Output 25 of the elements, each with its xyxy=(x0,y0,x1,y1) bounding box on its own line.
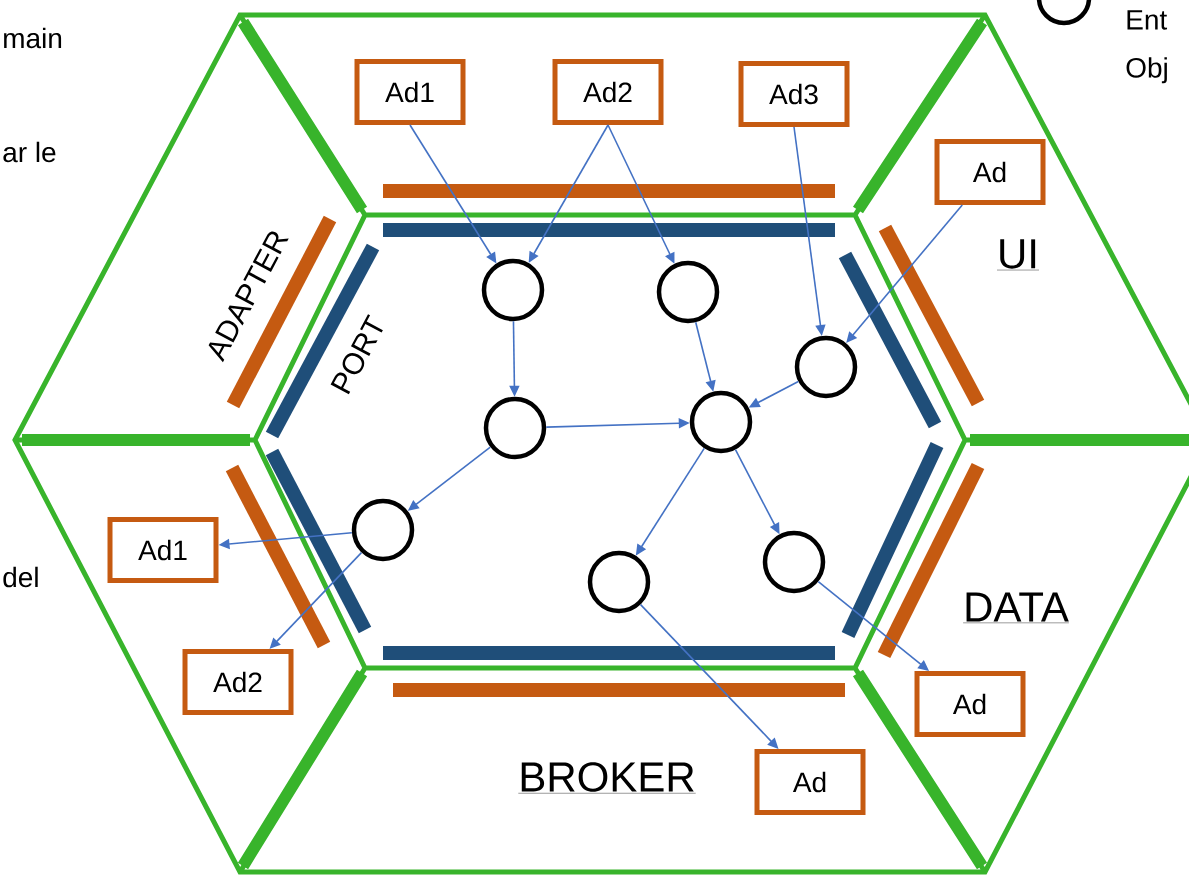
adapter-box: Ad xyxy=(934,139,1046,205)
section-label: DATA xyxy=(962,592,1070,624)
legend-text: Ent Obj xyxy=(1126,10,1168,84)
adapter-box: Ad1 xyxy=(354,59,466,125)
entity-circle xyxy=(689,390,753,454)
adapter-box: Ad2 xyxy=(182,649,294,715)
entity-circle xyxy=(762,530,826,594)
arrow xyxy=(528,124,609,263)
entity-circle xyxy=(481,258,545,322)
cut-off-text: del xyxy=(3,566,38,588)
section-label: BROKER xyxy=(518,762,696,794)
entity-circle xyxy=(587,550,651,614)
entity-circle xyxy=(351,498,415,562)
cut-off-text: ar le xyxy=(3,141,56,163)
adapter-box: Ad xyxy=(914,671,1026,737)
adapter-box: Ad xyxy=(754,749,866,815)
arrow xyxy=(846,204,964,343)
adapter-box: Ad2 xyxy=(552,59,664,125)
entity-circle xyxy=(656,260,720,324)
entity-circle xyxy=(483,396,547,460)
section-label: UI xyxy=(996,239,1040,271)
cut-off-text: main xyxy=(4,27,62,49)
adapter-box: Ad1 xyxy=(107,517,219,583)
adapter-box: Ad3 xyxy=(738,61,850,127)
entity-circle xyxy=(794,335,858,399)
